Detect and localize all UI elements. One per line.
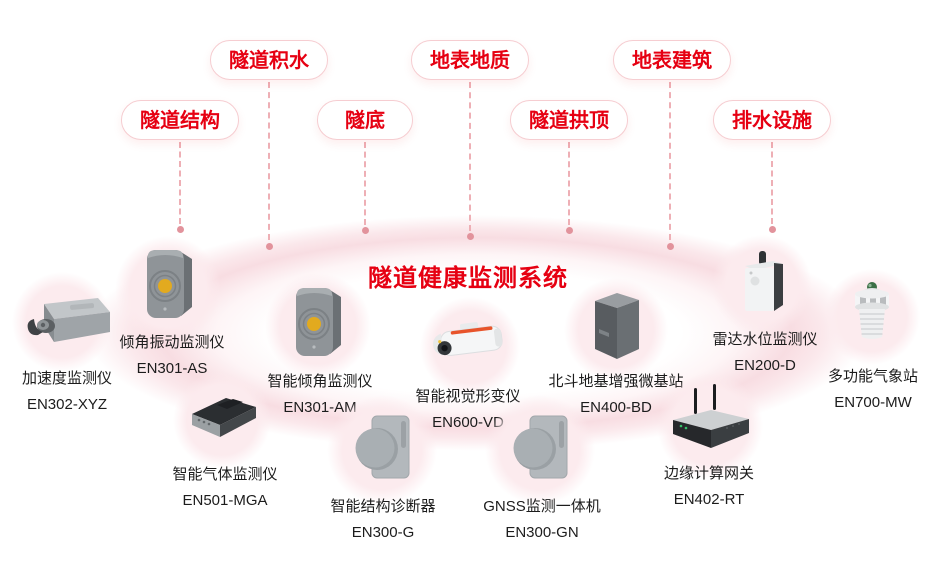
device-label: 智能气体监测仪 EN501-MGA	[145, 462, 305, 514]
device-label: 北斗地基增强微基站 EN400-BD	[536, 369, 696, 421]
device-model: EN301-AM	[283, 399, 357, 416]
edge-gateway-image	[673, 384, 749, 448]
gnss-monitor-image	[513, 415, 568, 479]
weather-station-image	[855, 282, 889, 339]
device-model: EN300-GN	[505, 524, 579, 541]
category-pill-drainage: 排水设施	[713, 100, 831, 140]
tilt-monitor-image	[296, 288, 341, 356]
category-pill-surface-building: 地表建筑	[613, 40, 731, 80]
device-label: 加速度监测仪 EN302-XYZ	[0, 366, 147, 418]
connector-line	[268, 82, 270, 240]
connector-line	[669, 82, 671, 240]
category-pill-tunnel-vault: 隧道拱顶	[510, 100, 628, 140]
device-name: 加速度监测仪	[21, 370, 112, 387]
connector-line	[469, 82, 471, 231]
device-name: GNSS监测一体机	[483, 498, 601, 515]
device-label: 雷达水位监测仪 EN200-D	[685, 327, 845, 379]
tilt-vibration-monitor-image	[147, 250, 192, 318]
device-name: 边缘计算网关	[663, 465, 754, 482]
category-pill-tunnel-water: 隧道积水	[210, 40, 328, 80]
device-label: 智能视觉形变仪 EN600-VD	[388, 384, 548, 436]
visual-deformation-camera-image	[433, 322, 503, 356]
connector-dot	[666, 242, 674, 250]
device-model: EN301-AS	[136, 360, 208, 377]
device-label: 边缘计算网关 EN402-RT	[629, 461, 789, 513]
device-name: 智能视觉形变仪	[415, 388, 521, 405]
system-title: 隧道健康监测系统	[368, 265, 568, 292]
connector-dot	[466, 232, 474, 240]
device-name: 雷达水位监测仪	[712, 331, 818, 348]
device-label: 智能结构诊断器 EN300-G	[303, 494, 463, 546]
connector-dot	[176, 225, 184, 233]
device-model: EN700-MW	[834, 394, 912, 411]
structure-diagnoser-image	[355, 415, 410, 479]
beidou-base-station-image	[595, 293, 639, 359]
device-model: EN302-XYZ	[26, 396, 108, 413]
device-name: 倾角振动监测仪	[119, 334, 225, 351]
device-name: 智能倾角监测仪	[267, 373, 373, 390]
device-model: EN400-BD	[580, 399, 652, 416]
device-name: 北斗地基增强微基站	[548, 373, 684, 390]
device-label: 倾角振动监测仪 EN301-AS	[92, 330, 252, 382]
device-model: EN501-MGA	[182, 492, 268, 509]
category-pill-tunnel-bottom: 隧底	[317, 100, 413, 140]
connector-line	[771, 142, 773, 224]
device-model: EN300-G	[351, 524, 415, 541]
connector-dot	[565, 226, 573, 234]
category-pill-tunnel-structure: 隧道结构	[121, 100, 239, 140]
accelerometer-image	[27, 298, 110, 342]
radar-water-level-image	[745, 251, 783, 311]
device-model: EN402-RT	[673, 491, 745, 508]
connector-dot	[265, 242, 273, 250]
device-label: 多功能气象站 EN700-MW	[793, 364, 938, 416]
gas-monitor-image	[192, 398, 256, 437]
connector-line	[364, 142, 366, 225]
connector-line	[568, 142, 570, 225]
connector-dot	[361, 226, 369, 234]
category-pill-surface-geology: 地表地质	[411, 40, 529, 80]
device-label: 智能倾角监测仪 EN301-AM	[240, 369, 400, 421]
device-name: 智能气体监测仪	[172, 466, 278, 483]
device-model: EN200-D	[734, 357, 796, 374]
device-name: 多功能气象站	[827, 368, 918, 385]
device-label: GNSS监测一体机 EN300-GN	[462, 494, 622, 546]
device-name: 智能结构诊断器	[330, 498, 436, 515]
connector-dot	[768, 225, 776, 233]
device-model: EN600-VD	[432, 414, 504, 431]
connector-line	[179, 142, 181, 224]
